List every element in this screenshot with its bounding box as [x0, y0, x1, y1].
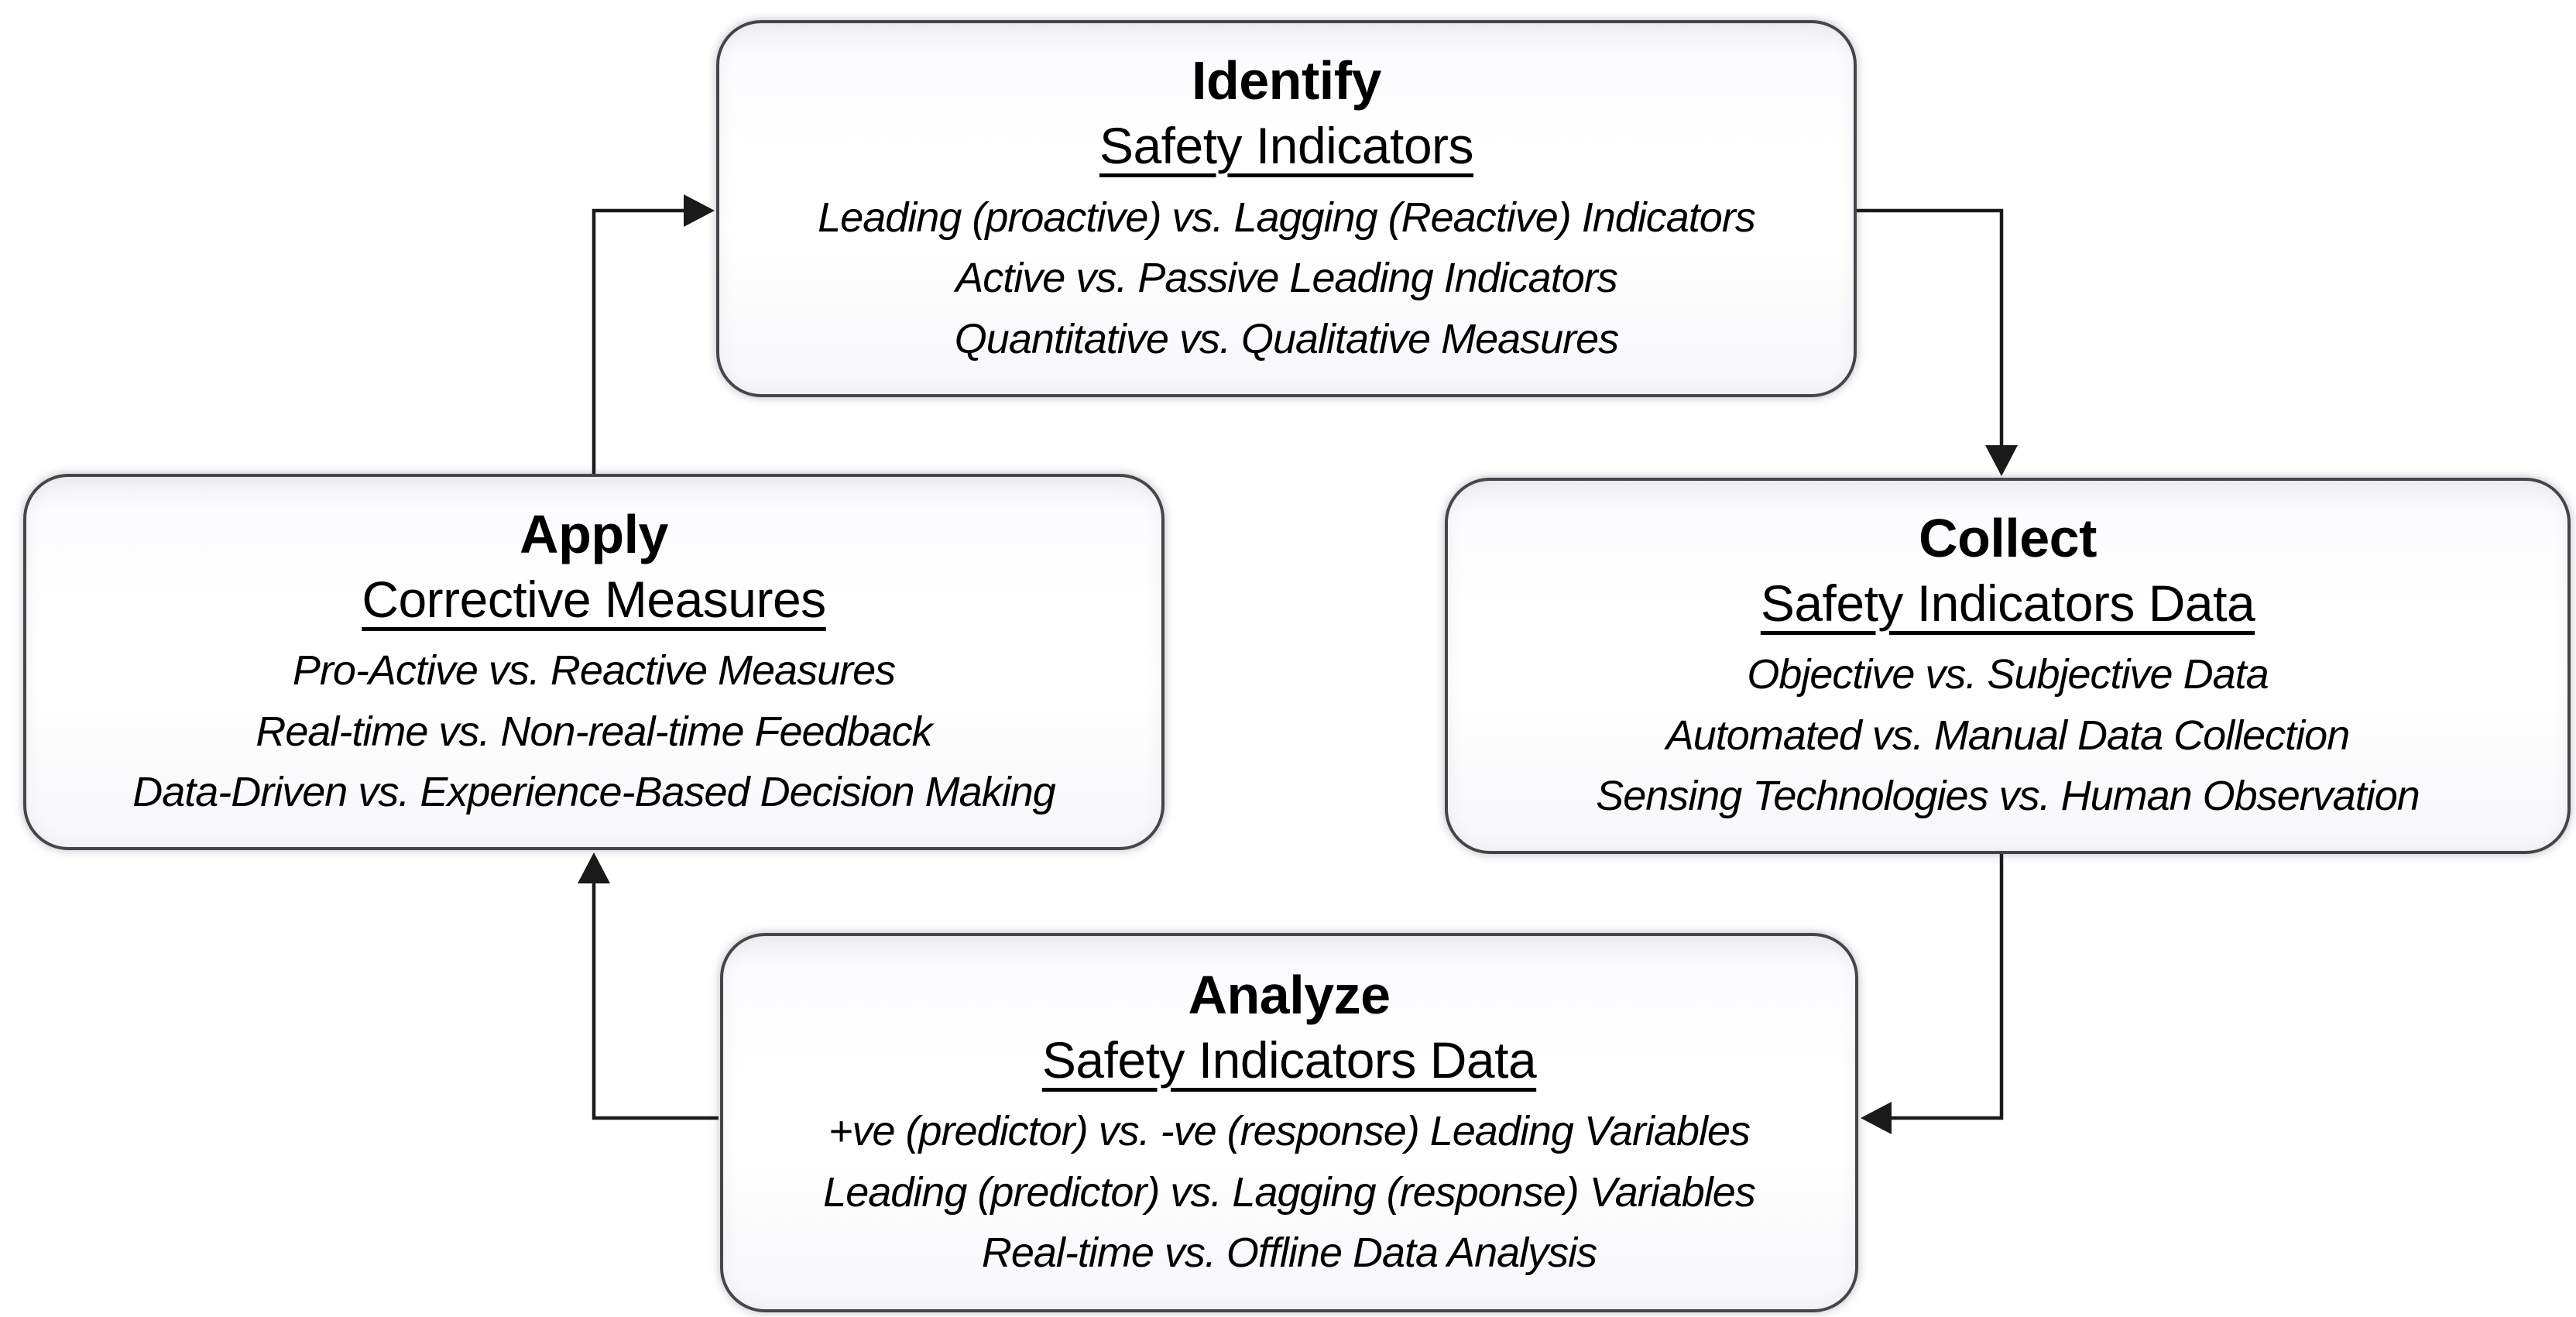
connector-apply-to-identify	[592, 208, 686, 474]
analyze-item-1: +ve (predictor) vs. -ve (response) Leadi…	[828, 1108, 1751, 1155]
arrowhead-into-analyze-icon	[1861, 1102, 1892, 1134]
apply-subtitle: Corrective Measures	[362, 570, 826, 628]
analyze-title: Analyze	[1188, 964, 1391, 1025]
analyze-item-2: Leading (predictor) vs. Lagging (respons…	[823, 1168, 1756, 1216]
identify-item-1: Leading (proactive) vs. Lagging (Reactiv…	[818, 194, 1756, 241]
apply-title: Apply	[520, 503, 668, 564]
identify-item-3: Quantitative vs. Qualitative Measures	[954, 315, 1619, 362]
collect-box: Collect Safety Indicators Data Objective…	[1445, 478, 2571, 854]
apply-item-3: Data-Driven vs. Experience-Based Decisio…	[132, 769, 1056, 816]
connector-collect-to-analyze	[1889, 849, 2004, 1120]
arrowhead-into-apply-icon	[578, 852, 610, 883]
identify-box: Identify Safety Indicators Leading (proa…	[716, 20, 1857, 397]
analyze-subtitle: Safety Indicators Data	[1041, 1031, 1537, 1089]
arrowhead-into-collect-icon	[1985, 445, 2018, 476]
apply-item-2: Real-time vs. Non-real-time Feedback	[256, 708, 932, 755]
identify-title: Identify	[1192, 50, 1381, 111]
collect-item-1: Objective vs. Subjective Data	[1747, 651, 2269, 698]
collect-item-3: Sensing Technologies vs. Human Observati…	[1596, 773, 2420, 820]
identify-subtitle: Safety Indicators	[1099, 117, 1474, 175]
collect-title: Collect	[1919, 507, 2097, 568]
analyze-box: Analyze Safety Indicators Data +ve (pred…	[720, 933, 1858, 1312]
connector-identify-to-collect	[1857, 208, 2004, 448]
arrowhead-into-identify-icon	[684, 194, 715, 227]
apply-box: Apply Corrective Measures Pro-Active vs.…	[23, 474, 1165, 850]
collect-item-2: Automated vs. Manual Data Collection	[1665, 712, 2350, 759]
connector-analyze-to-apply	[592, 883, 719, 1120]
identify-item-2: Active vs. Passive Leading Indicators	[955, 255, 1617, 302]
collect-subtitle: Safety Indicators Data	[1760, 574, 2255, 632]
apply-item-1: Pro-Active vs. Reactive Measures	[292, 647, 896, 695]
analyze-item-3: Real-time vs. Offline Data Analysis	[981, 1230, 1597, 1277]
